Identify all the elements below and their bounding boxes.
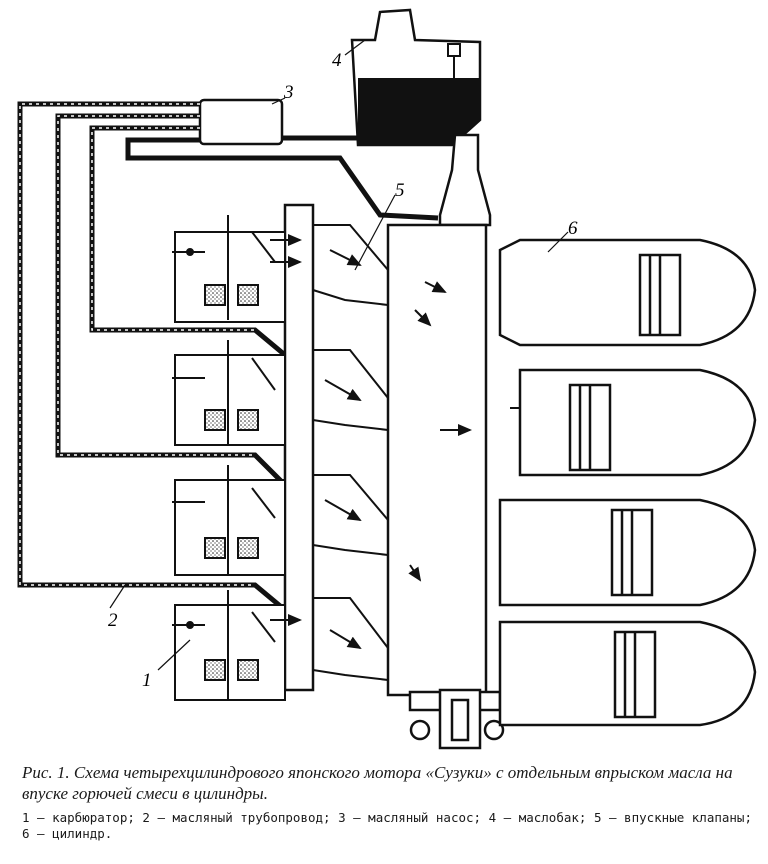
cylinder-1	[498, 238, 757, 347]
callout-cylinder: 6	[568, 218, 578, 239]
callout-leaders	[109, 39, 569, 671]
carburetor-3	[172, 465, 286, 576]
oil-tank	[350, 8, 482, 147]
carburetor-4	[172, 590, 286, 701]
caption-title: Рис. 1. Схема четырехцилиндрового японск…	[22, 763, 733, 803]
callout-oil-pump: 3	[283, 82, 294, 103]
cylinder-2	[518, 368, 757, 477]
carburetor-1	[172, 215, 286, 323]
cylinder-3	[498, 498, 757, 607]
callout-oil-tank: 4	[332, 50, 342, 71]
cylinder-4	[498, 620, 757, 727]
oil-pump	[198, 98, 284, 146]
caption-legend: 1 — карбюратор; 2 — масляный трубопровод…	[22, 810, 760, 841]
intake-passages	[312, 224, 389, 681]
crankshaft	[386, 133, 505, 750]
crankcase-column	[283, 203, 315, 692]
callout-oil-line: 2	[108, 610, 118, 631]
carburetor-2	[172, 340, 286, 446]
callout-carburetor: 1	[142, 670, 152, 691]
oil-line-2	[55, 113, 287, 487]
engine-schematic: 1 2 3 4 5 6	[17, 8, 757, 750]
oil-line-4	[125, 137, 439, 221]
figure-caption: Рис. 1. Схема четырехцилиндрового японск…	[22, 762, 752, 842]
callout-intake-valves: 5	[395, 180, 405, 201]
